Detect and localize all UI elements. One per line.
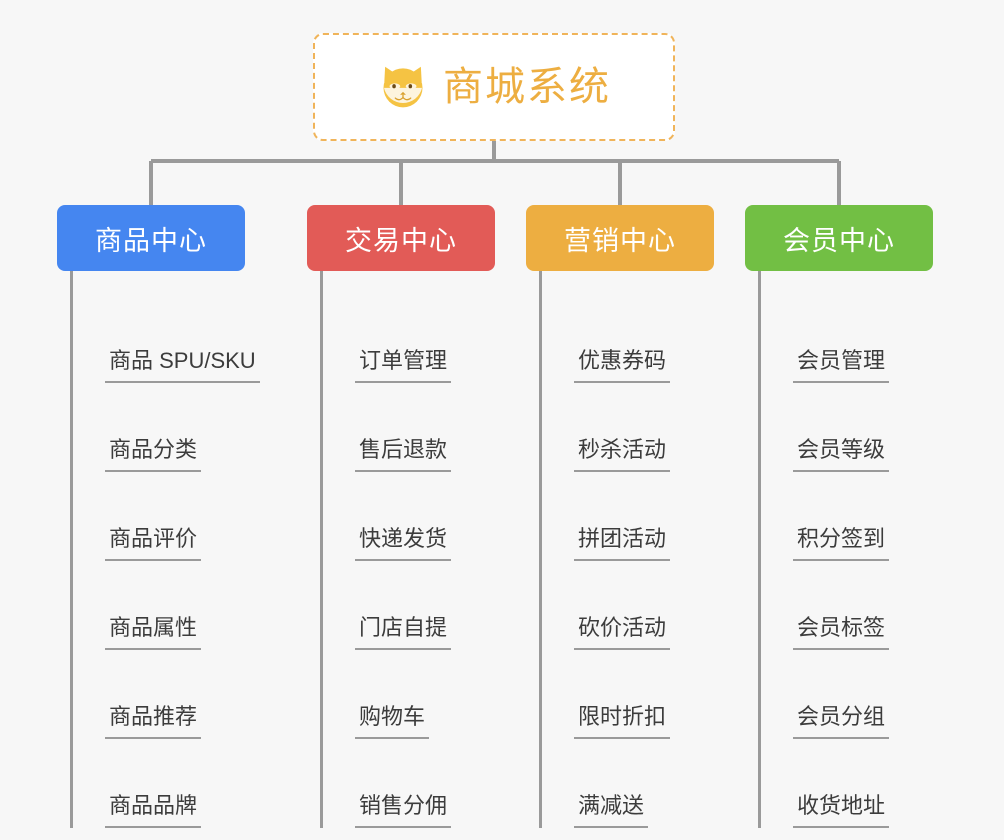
list-item[interactable]: 门店自提	[323, 561, 495, 650]
list-item[interactable]: 满减送	[542, 739, 714, 828]
list-item[interactable]: 会员标签	[761, 561, 933, 650]
list-item-label: 会员分组	[793, 706, 890, 739]
list-item-label: 秒杀活动	[574, 439, 671, 472]
list-item-label: 优惠券码	[574, 350, 671, 383]
category-header-0[interactable]: 商品中心	[57, 205, 245, 271]
list-item-label: 砍价活动	[574, 617, 671, 650]
list-item[interactable]: 快递发货	[323, 472, 495, 561]
category-header-1[interactable]: 交易中心	[307, 205, 495, 271]
root-node[interactable]: 商城系统	[313, 33, 675, 141]
category-header-label: 交易中心	[345, 225, 457, 256]
category-column-0: 商品中心 商品 SPU/SKU 商品分类 商品评价 商品属性 商品推荐 商品品牌	[57, 205, 260, 828]
category-header-2[interactable]: 营销中心	[526, 205, 714, 271]
list-item-label: 拼团活动	[574, 528, 671, 561]
category-header-label: 商品中心	[95, 225, 207, 256]
list-item-label: 快递发货	[355, 528, 452, 561]
list-item-label: 商品分类	[105, 439, 202, 472]
list-item-label: 会员标签	[793, 617, 890, 650]
list-item-label: 商品推荐	[105, 706, 202, 739]
list-item[interactable]: 售后退款	[323, 383, 495, 472]
list-item[interactable]: 购物车	[323, 650, 495, 739]
list-item-label: 售后退款	[355, 439, 452, 472]
list-item-label: 收货地址	[793, 795, 890, 828]
list-item-label: 积分签到	[793, 528, 890, 561]
list-item-label: 订单管理	[355, 350, 452, 383]
category-header-label: 营销中心	[564, 225, 676, 256]
page-title: 商城系统	[443, 65, 611, 109]
list-item-label: 商品评价	[105, 528, 202, 561]
list-item[interactable]: 商品分类	[73, 383, 245, 472]
shiba-dog-icon	[383, 66, 423, 108]
list-item[interactable]: 优惠券码	[542, 294, 714, 383]
list-item[interactable]: 收货地址	[761, 739, 933, 828]
list-item-label: 会员管理	[793, 350, 890, 383]
list-item-label: 限时折扣	[574, 706, 671, 739]
list-item[interactable]: 商品 SPU/SKU	[73, 294, 260, 383]
list-item-label: 商品属性	[105, 617, 202, 650]
list-item[interactable]: 会员分组	[761, 650, 933, 739]
list-item-label: 满减送	[574, 795, 649, 828]
list-item[interactable]: 积分签到	[761, 472, 933, 561]
list-item-label: 销售分佣	[355, 795, 452, 828]
list-item[interactable]: 砍价活动	[542, 561, 714, 650]
category-header-3[interactable]: 会员中心	[745, 205, 933, 271]
category-header-label: 会员中心	[783, 225, 895, 256]
category-items-1: 订单管理 售后退款 快递发货 门店自提 购物车 销售分佣	[320, 271, 495, 828]
list-item[interactable]: 商品品牌	[73, 739, 245, 828]
list-item[interactable]: 会员管理	[761, 294, 933, 383]
category-column-3: 会员中心 会员管理 会员等级 积分签到 会员标签 会员分组 收货地址	[745, 205, 933, 828]
list-item-label: 会员等级	[793, 439, 890, 472]
list-item-label: 门店自提	[355, 617, 452, 650]
list-item[interactable]: 商品属性	[73, 561, 245, 650]
list-item[interactable]: 秒杀活动	[542, 383, 714, 472]
list-item[interactable]: 商品评价	[73, 472, 245, 561]
list-item[interactable]: 商品推荐	[73, 650, 245, 739]
list-item[interactable]: 会员等级	[761, 383, 933, 472]
list-item-label: 购物车	[355, 706, 430, 739]
list-item-label: 商品品牌	[105, 795, 202, 828]
category-items-3: 会员管理 会员等级 积分签到 会员标签 会员分组 收货地址	[758, 271, 933, 828]
list-item[interactable]: 订单管理	[323, 294, 495, 383]
list-item[interactable]: 销售分佣	[323, 739, 495, 828]
category-items-2: 优惠券码 秒杀活动 拼团活动 砍价活动 限时折扣 满减送	[539, 271, 714, 828]
list-item-label: 商品 SPU/SKU	[105, 350, 260, 383]
category-column-2: 营销中心 优惠券码 秒杀活动 拼团活动 砍价活动 限时折扣 满减送	[526, 205, 714, 828]
list-item[interactable]: 拼团活动	[542, 472, 714, 561]
list-item[interactable]: 限时折扣	[542, 650, 714, 739]
category-column-1: 交易中心 订单管理 售后退款 快递发货 门店自提 购物车 销售分佣	[307, 205, 495, 828]
category-items-0: 商品 SPU/SKU 商品分类 商品评价 商品属性 商品推荐 商品品牌	[70, 271, 260, 828]
